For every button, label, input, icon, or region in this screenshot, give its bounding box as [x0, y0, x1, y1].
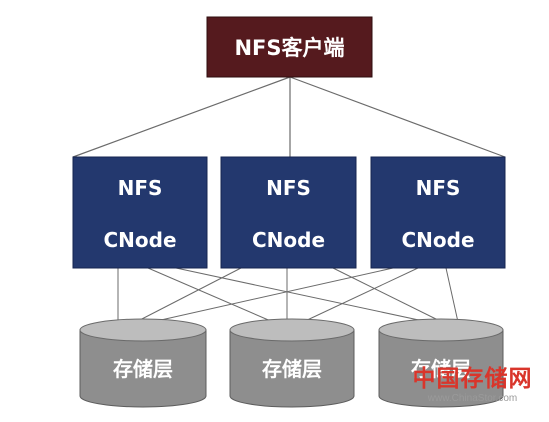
cnode-label-name: CNode [103, 228, 176, 252]
storage-cylinder-top [229, 318, 355, 342]
cnode-1: NFS CNode [72, 156, 208, 269]
cnode-box [72, 156, 208, 269]
storage-cylinder-body [79, 329, 207, 408]
connector-mesh [332, 267, 443, 323]
storage-label: 存储层 [113, 357, 173, 381]
storage-cylinder-body [229, 329, 355, 408]
connector-client-cnode-3 [289, 76, 506, 158]
nfs-client-node: NFS客户端 [206, 16, 373, 78]
connector-mesh [135, 267, 242, 323]
storage-3: 存储层 [378, 318, 504, 408]
storage-cylinder-top [378, 318, 504, 342]
nfs-client-label: NFS客户端 [234, 36, 344, 60]
connector-client-cnode-1 [72, 76, 291, 158]
connector-mesh [151, 267, 394, 323]
cnode-label-name: CNode [401, 228, 474, 252]
storage-label: 存储层 [262, 357, 322, 381]
storage-cylinder-body [378, 329, 504, 408]
storage-1: 存储层 [79, 318, 207, 408]
client-connectors [72, 76, 506, 158]
cnode-box [370, 156, 506, 269]
connector-mesh [147, 267, 274, 323]
cnode-2: NFS CNode [220, 156, 357, 269]
cnode-label-protocol: NFS [416, 176, 461, 200]
connector-mesh [175, 267, 429, 323]
storage-label: 存储层 [411, 357, 471, 381]
storage-cylinder-top [79, 318, 207, 342]
connector-mesh [445, 267, 459, 323]
cnode-box [220, 156, 357, 269]
storage-connectors [117, 267, 459, 323]
cnode-3: NFS CNode [370, 156, 506, 269]
connector-mesh [302, 267, 419, 323]
cnode-label-name: CNode [252, 228, 325, 252]
cnode-label-protocol: NFS [118, 176, 163, 200]
nfs-client-box [206, 16, 373, 78]
cnode-label-protocol: NFS [266, 176, 311, 200]
storage-2: 存储层 [229, 318, 355, 408]
